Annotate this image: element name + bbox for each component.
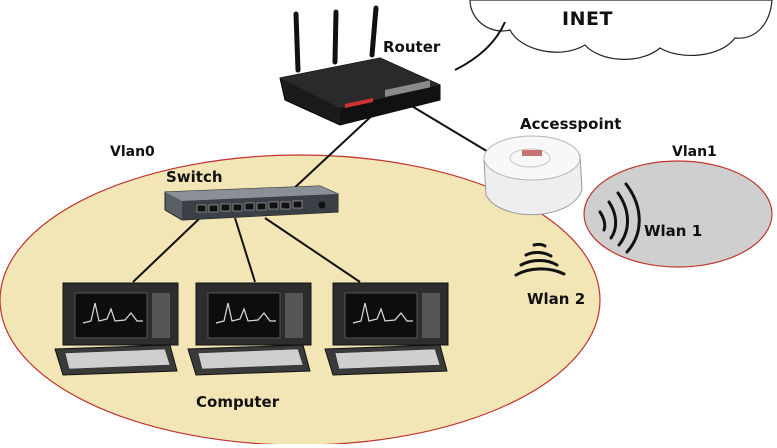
accesspoint-icon (483, 135, 583, 216)
inet-label: INET (562, 8, 613, 30)
wlan2-label: Wlan 2 (527, 290, 586, 308)
computer-icon (54, 282, 179, 376)
cloud-icon (469, 0, 773, 60)
computer-icon (187, 282, 312, 376)
computer-label: Computer (196, 393, 280, 411)
vlan0-label: Vlan0 (110, 144, 155, 160)
wlan1-signal-icon (598, 182, 641, 254)
vlan1-zone (583, 160, 773, 268)
vlan1-label: Vlan1 (672, 144, 717, 160)
computer-icon (324, 282, 449, 376)
wlan1-label: Wlan 1 (644, 222, 703, 240)
wlan2-signal-icon (514, 242, 566, 277)
router-label: Router (383, 38, 441, 56)
router-icon (279, 5, 441, 126)
switch-icon (164, 185, 339, 221)
switch-label: Switch (166, 168, 223, 186)
accesspoint-label: Accesspoint (520, 115, 622, 133)
